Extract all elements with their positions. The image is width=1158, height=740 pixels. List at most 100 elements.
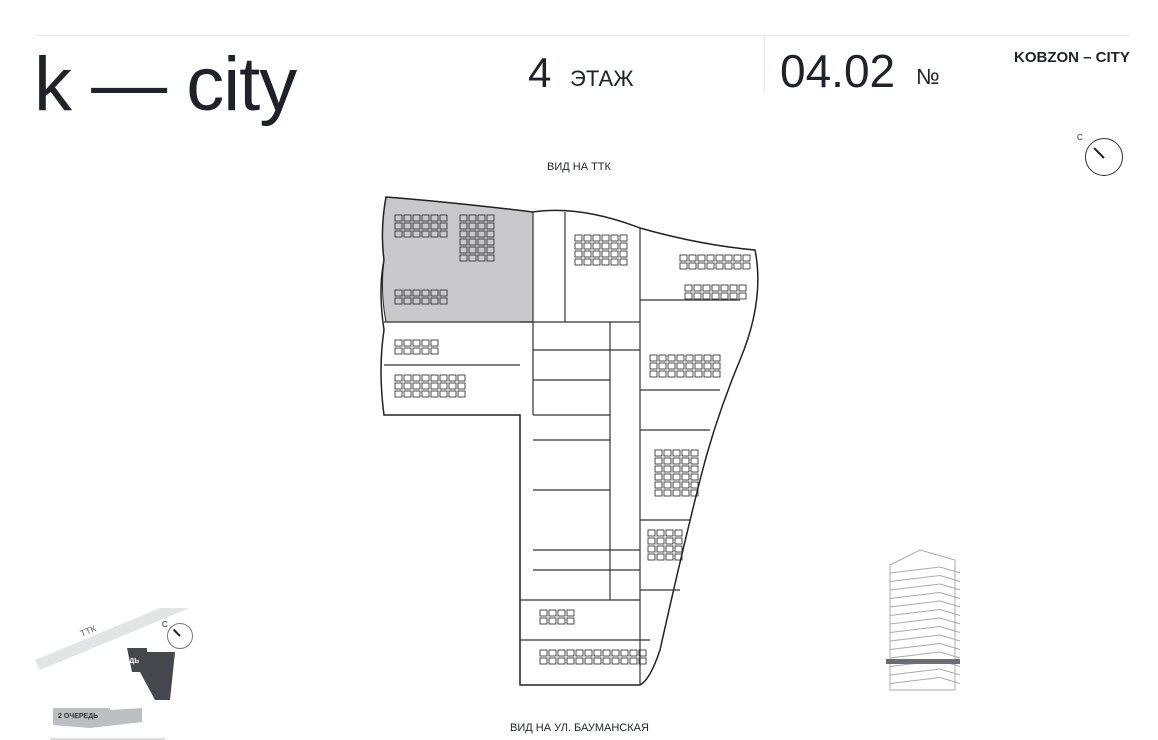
desk: [647, 529, 656, 537]
desk: [654, 465, 663, 473]
desk: [459, 230, 468, 238]
desk: [601, 258, 610, 266]
desk: [459, 254, 468, 262]
desk: [690, 489, 699, 497]
desk: [421, 374, 430, 382]
desk: [583, 258, 592, 266]
compass-north-label: С: [1077, 133, 1083, 142]
desk: [676, 370, 685, 378]
desk: [733, 254, 742, 262]
desk: [674, 545, 683, 553]
desk: [688, 254, 697, 262]
desk: [672, 473, 681, 481]
desk: [676, 362, 685, 370]
desk: [459, 238, 468, 246]
desk: [394, 297, 403, 305]
desk: [593, 649, 602, 657]
desk: [566, 609, 575, 617]
desk: [430, 374, 439, 382]
desk: [679, 254, 688, 262]
desk: [575, 649, 584, 657]
highlighted-unit[interactable]: [381, 196, 534, 323]
desk: [584, 649, 593, 657]
desk: [665, 545, 674, 553]
desk: [619, 250, 628, 258]
desk: [684, 284, 693, 292]
desk: [694, 362, 703, 370]
desk: [681, 473, 690, 481]
desk: [724, 262, 733, 270]
desk: [412, 222, 421, 230]
desk: [430, 230, 439, 238]
desk: [394, 230, 403, 238]
walls: [384, 212, 740, 685]
desk: [421, 214, 430, 222]
desk: [548, 657, 557, 665]
desk: [548, 617, 557, 625]
desk: [548, 609, 557, 617]
desk: [477, 238, 486, 246]
desk: [412, 297, 421, 305]
desk: [421, 347, 430, 355]
desk: [403, 230, 412, 238]
desk: [685, 354, 694, 362]
desk: [667, 362, 676, 370]
desk: [459, 222, 468, 230]
desk: [421, 382, 430, 390]
desk: [457, 374, 466, 382]
desk: [712, 370, 721, 378]
desk: [421, 222, 430, 230]
desk: [448, 382, 457, 390]
desk: [649, 354, 658, 362]
desk: [654, 449, 663, 457]
desk: [439, 222, 448, 230]
desk: [486, 254, 495, 262]
desk: [430, 214, 439, 222]
desk: [672, 449, 681, 457]
desk: [412, 230, 421, 238]
desk: [610, 258, 619, 266]
desk: [733, 262, 742, 270]
desk: [647, 537, 656, 545]
desk: [394, 289, 403, 297]
desk: [620, 657, 629, 665]
desk: [610, 234, 619, 242]
desk: [729, 284, 738, 292]
desk: [468, 214, 477, 222]
desk: [412, 214, 421, 222]
desk: [459, 214, 468, 222]
desk: [654, 473, 663, 481]
phase2-label: 2 ОЧЕРЕДЬ: [58, 713, 99, 720]
desk: [566, 617, 575, 625]
desk: [629, 649, 638, 657]
desk: [539, 617, 548, 625]
number-sign: №: [916, 64, 940, 89]
desk: [663, 489, 672, 497]
desk: [711, 284, 720, 292]
desk: [706, 262, 715, 270]
desk: [421, 230, 430, 238]
desk: [690, 465, 699, 473]
desk: [703, 362, 712, 370]
desk: [611, 649, 620, 657]
desk: [557, 617, 566, 625]
desk: [665, 553, 674, 561]
desk: [477, 246, 486, 254]
desk: [619, 242, 628, 250]
desk: [477, 214, 486, 222]
desk: [430, 347, 439, 355]
desk: [448, 390, 457, 398]
desk: [468, 230, 477, 238]
desks: [394, 214, 751, 665]
road-ttk: [35, 608, 190, 670]
desk: [430, 390, 439, 398]
desk: [403, 297, 412, 305]
desk: [729, 292, 738, 300]
desk: [394, 374, 403, 382]
desk: [665, 537, 674, 545]
desk: [681, 449, 690, 457]
desk: [663, 449, 672, 457]
desk: [742, 254, 751, 262]
desk: [412, 347, 421, 355]
